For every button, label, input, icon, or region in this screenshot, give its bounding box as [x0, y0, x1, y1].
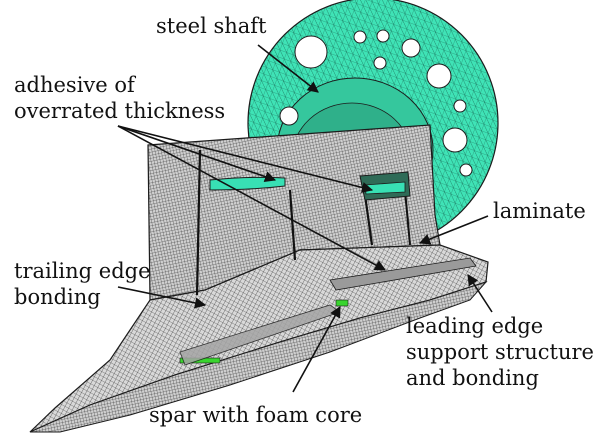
label-adhesive-line-2: overrated thickness: [14, 99, 226, 123]
arrow-leading-edge: [467, 274, 493, 313]
arrow-steel-shaft: [257, 44, 319, 93]
spar-web: [363, 194, 374, 246]
spar-web: [195, 149, 202, 296]
arrow-adhesive-1: [117, 125, 277, 183]
label-spar: spar with foam core: [149, 403, 363, 427]
blade-mesh: [29, 124, 489, 433]
bolt-hole: [442, 127, 468, 153]
bolt-hole: [279, 106, 299, 126]
foam-core: [335, 299, 349, 307]
label-adhesive-line-1: adhesive of: [14, 73, 135, 97]
bolt-hole: [401, 38, 421, 58]
bolt-hole: [373, 56, 387, 70]
arrow-trailing-edge: [117, 286, 207, 309]
spar-web: [288, 189, 297, 261]
leading-edge-support: [329, 257, 477, 291]
bolt-hole: [453, 99, 467, 113]
arrow-adhesive-2: [117, 125, 374, 193]
label-laminate: laminate: [493, 199, 586, 223]
bolt-hole: [353, 30, 367, 44]
leader-lines: [117, 44, 493, 393]
label-steel-shaft: steel shaft: [156, 14, 267, 38]
bolt-hole: [426, 63, 452, 89]
label-leading-edge-line-2: support structure: [406, 340, 594, 364]
spar-web: [404, 189, 411, 246]
bolt-hole: [294, 35, 328, 69]
arrow-laminate: [418, 215, 489, 245]
label-leading-edge-line-3: and bonding: [406, 366, 539, 390]
bolt-hole: [459, 163, 473, 177]
label-trailing-edge-line-2: bonding: [14, 285, 101, 309]
bolt-hole: [376, 29, 390, 43]
arrow-adhesive-3: [117, 125, 386, 271]
label-trailing-edge-line-1: trailing edge: [14, 259, 151, 283]
label-leading-edge-line-1: leading edge: [406, 314, 544, 338]
arrow-spar: [292, 306, 341, 393]
